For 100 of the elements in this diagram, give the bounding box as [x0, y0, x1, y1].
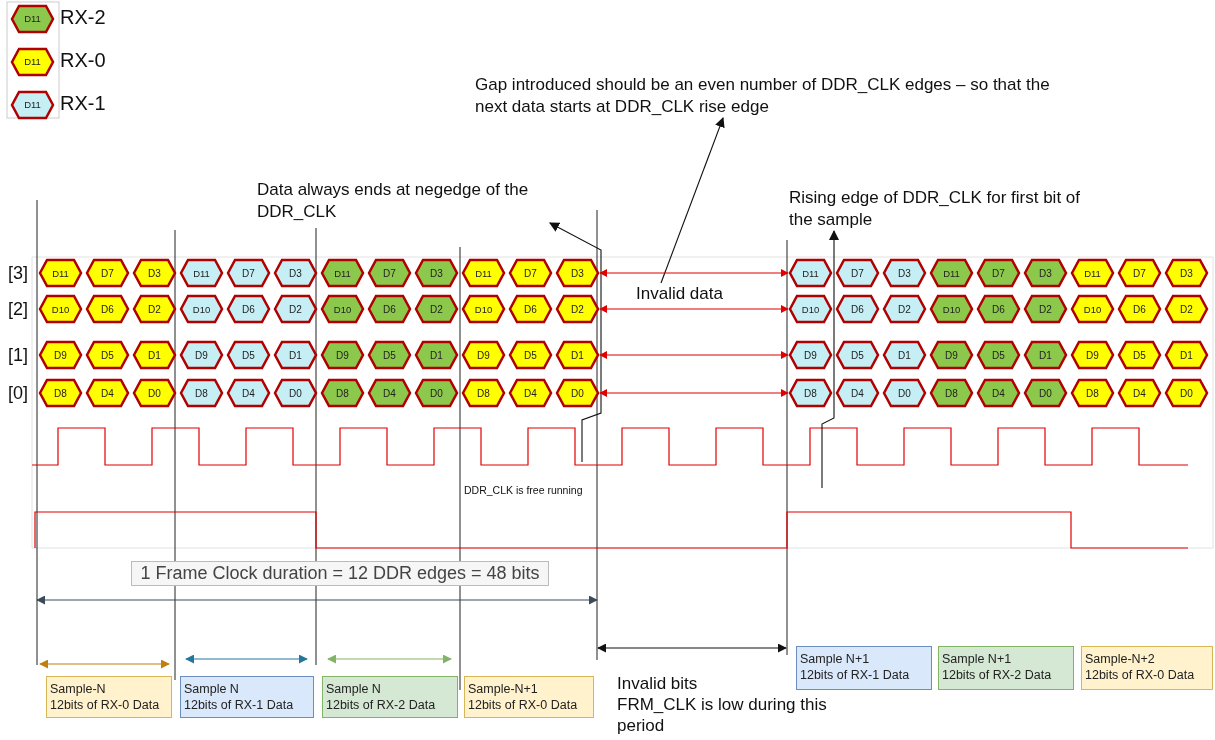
arrow [599, 389, 789, 397]
data-hexagon: D8 [38, 378, 83, 408]
sample-title: Sample-N+2 [1085, 651, 1156, 667]
data-hexagon: D1 [273, 340, 318, 370]
data-hexagon: D4 [508, 378, 553, 408]
lane-label: [0] [8, 382, 28, 404]
data-hexagon: D5 [1117, 340, 1162, 370]
data-hexagon: D10 [320, 294, 365, 324]
lane-label: [1] [8, 344, 28, 366]
data-hexagon: D2 [1164, 294, 1209, 324]
data-hexagon: D1 [132, 340, 177, 370]
data-hexagon: D3 [414, 258, 459, 288]
data-hexagon: D1 [882, 340, 927, 370]
data-hexagon: D9 [461, 340, 506, 370]
swatch-text: D11 [23, 98, 42, 112]
data-hexagon: D5 [85, 340, 130, 370]
annotation-text: Gap introduced should be an even number of DDR_CLK edges – so that the next data starts at DDR_CLK rise edge [475, 74, 1051, 118]
data-hexagon: D6 [85, 294, 130, 324]
data-hexagon: D11 [929, 258, 974, 288]
sample-title: Sample N [184, 681, 240, 697]
data-hexagon: D11 [788, 258, 833, 288]
annotation-text: Invalid data [636, 283, 724, 305]
data-hexagon: D10 [929, 294, 974, 324]
swatch-text: D11 [23, 12, 42, 26]
lane-label: [3] [8, 262, 28, 284]
swatch-text: D11 [23, 55, 42, 69]
sample-title: Sample N+1 [942, 651, 1013, 667]
data-hexagon: D3 [882, 258, 927, 288]
data-hexagon: D2 [1023, 294, 1068, 324]
data-hexagon: D9 [929, 340, 974, 370]
note-text: Invalid bits [617, 673, 698, 695]
data-hexagon: D11 [1070, 258, 1115, 288]
data-hexagon: D10 [788, 294, 833, 324]
data-hexagon: D8 [461, 378, 506, 408]
leader-arrow [549, 222, 602, 463]
data-hexagon: D1 [1023, 340, 1068, 370]
arrow [599, 305, 789, 313]
data-hexagon: D10 [179, 294, 224, 324]
sample-description: 12bits of RX-0 Data [1085, 667, 1196, 683]
data-hexagon: D0 [1023, 378, 1068, 408]
data-hexagon: D4 [85, 378, 130, 408]
data-hexagon: D6 [835, 294, 880, 324]
data-hexagon: D8 [929, 378, 974, 408]
sample-title: Sample-N+1 [468, 681, 539, 697]
data-hexagon: D11 [461, 258, 506, 288]
arrow [599, 269, 789, 277]
annotation-text: Rising edge of DDR_CLK for first bit of the sample [789, 187, 1081, 231]
data-hexagon: D4 [1117, 378, 1162, 408]
data-hexagon: D4 [835, 378, 880, 408]
data-hexagon: D5 [976, 340, 1021, 370]
data-hexagon: D8 [1070, 378, 1115, 408]
sample-description: 12bits of RX-0 Data [50, 697, 161, 713]
data-hexagon: D8 [320, 378, 365, 408]
annotation-text: Data always ends at negedge of the DDR_CLK [257, 179, 530, 223]
data-hexagon: D9 [788, 340, 833, 370]
duration-box: 1 Frame Clock duration = 12 DDR edges = 48 bits [131, 561, 549, 586]
data-hexagon: D6 [1117, 294, 1162, 324]
sample-title: Sample-N [50, 681, 107, 697]
lane-label: [2] [8, 298, 28, 320]
data-hexagon: D7 [835, 258, 880, 288]
data-hexagon: D11 [320, 258, 365, 288]
data-hexagon: D2 [555, 294, 600, 324]
data-hexagon: D0 [882, 378, 927, 408]
data-hexagon: D8 [179, 378, 224, 408]
data-hexagon: D5 [226, 340, 271, 370]
data-hexagon: D0 [414, 378, 459, 408]
data-hexagon: D0 [132, 378, 177, 408]
sample-description: 12bits of RX-2 Data [326, 697, 437, 713]
sample-description: 12bits of RX-0 Data [468, 697, 579, 713]
data-hexagon: D4 [367, 378, 412, 408]
data-hexagon: D0 [1164, 378, 1209, 408]
data-hexagon: D7 [367, 258, 412, 288]
data-hexagon: D6 [367, 294, 412, 324]
data-hexagon: D5 [835, 340, 880, 370]
data-hexagon: D10 [461, 294, 506, 324]
sample-description: 12bits of RX-2 Data [942, 667, 1053, 683]
data-hexagon: D0 [555, 378, 600, 408]
legend-label: RX-2 [60, 5, 106, 29]
sample-title: Sample N+1 [800, 651, 871, 667]
data-hexagon: D2 [882, 294, 927, 324]
data-hexagon: D7 [508, 258, 553, 288]
data-hexagon: D9 [320, 340, 365, 370]
note-text: FRM_CLK is low during this period [617, 694, 828, 736]
data-hexagon: D2 [132, 294, 177, 324]
sample-description: 12bits of RX-1 Data [184, 697, 295, 713]
data-hexagon: D3 [1023, 258, 1068, 288]
data-hexagon: D4 [226, 378, 271, 408]
data-hexagon: D3 [1164, 258, 1209, 288]
data-hexagon: D1 [555, 340, 600, 370]
data-hexagon: D1 [414, 340, 459, 370]
data-hexagon: D9 [38, 340, 83, 370]
data-hexagon: D10 [1070, 294, 1115, 324]
data-hexagon: D6 [976, 294, 1021, 324]
data-hexagon: D1 [1164, 340, 1209, 370]
data-hexagon: D5 [508, 340, 553, 370]
arrow [599, 351, 789, 359]
data-hexagon: D3 [555, 258, 600, 288]
data-hexagon: D6 [508, 294, 553, 324]
data-hexagon: D8 [788, 378, 833, 408]
sample-description: 12bits of RX-1 Data [800, 667, 911, 683]
